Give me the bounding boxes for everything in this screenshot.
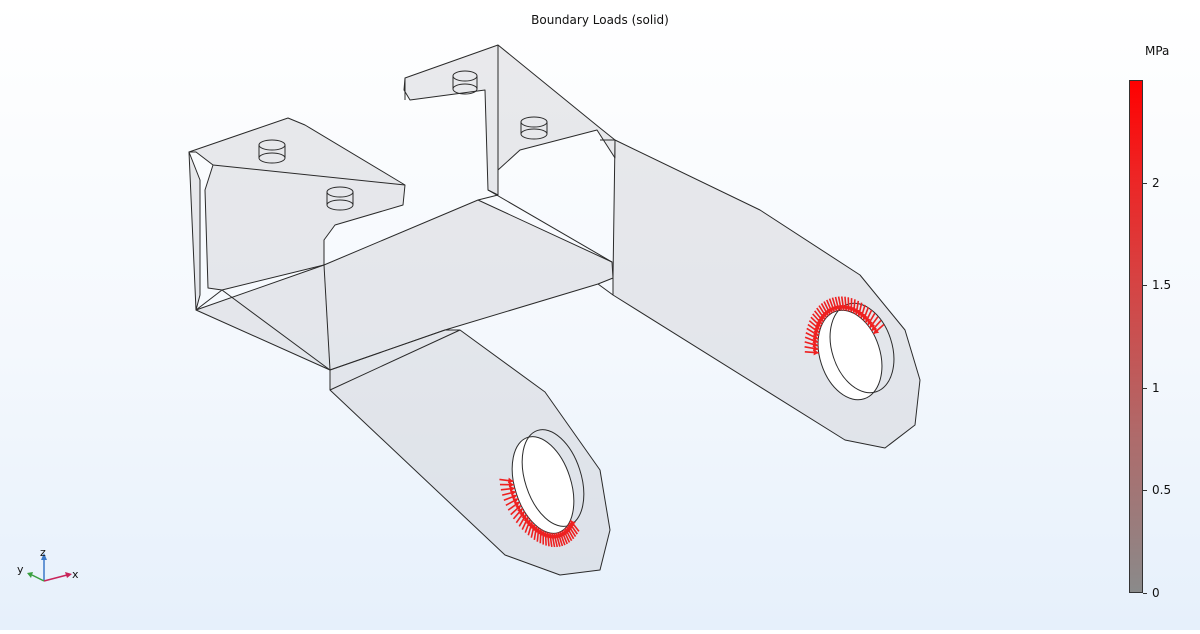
axes-triad: z x y: [12, 545, 102, 605]
x-axis-label: x: [72, 568, 79, 581]
colorbar-tick-mark: [1143, 593, 1147, 594]
y-axis-label: y: [17, 563, 24, 576]
colorbar-tick-label: 1.5: [1152, 279, 1171, 291]
right-top-plate: [404, 45, 615, 195]
colorbar-tick-mark: [1143, 388, 1147, 389]
colorbar-tick-label: 0.5: [1152, 484, 1171, 496]
color-legend-bar: [1129, 80, 1143, 593]
left-back-plate: [189, 152, 200, 310]
right-arm: [613, 140, 920, 448]
colorbar-tick-label: 1: [1152, 382, 1160, 394]
y-axis-arrow: [32, 575, 44, 581]
colorbar-tick-mark: [1143, 490, 1147, 491]
x-axis-arrow: [44, 575, 67, 581]
plot-title: Boundary Loads (solid): [0, 13, 1200, 27]
x-axis-arrowhead: [65, 572, 72, 578]
colorbar-unit-label: MPa: [1145, 44, 1169, 58]
colorbar-tick-mark: [1143, 183, 1147, 184]
colorbar-tick-label: 2: [1152, 177, 1160, 189]
z-axis-label: z: [40, 546, 46, 559]
colorbar-tick-mark: [1143, 285, 1147, 286]
colorbar-tick-label: 0: [1152, 587, 1160, 599]
